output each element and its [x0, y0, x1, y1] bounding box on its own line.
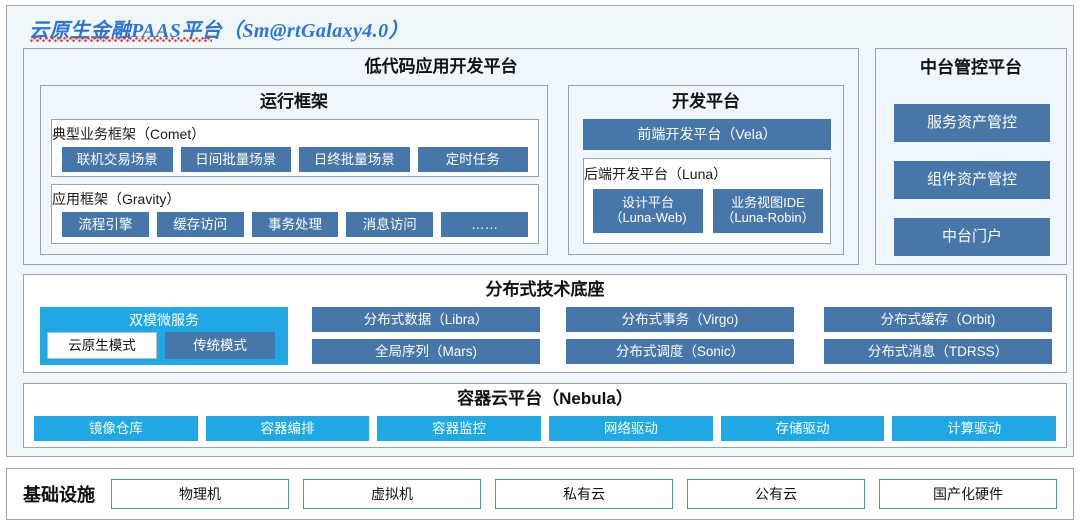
gravity-item[interactable]: 消息访问 [346, 212, 434, 237]
nebula-item-monitoring[interactable]: 容器监控 [377, 416, 542, 441]
development-platform-title: 开发平台 [672, 92, 740, 111]
infrastructure-item-private-cloud[interactable]: 私有云 [495, 479, 673, 509]
runtime-framework-section: 运行框架 典型业务框架（Comet） 联机交易场景 日间批量场景 日终批量场景 … [40, 85, 548, 255]
comet-item[interactable]: 日间批量场景 [180, 147, 291, 172]
platform-panel: 云原生金融PAAS平台（Sm@rtGalaxy4.0） 低代码应用开发平台 运行… [6, 5, 1074, 457]
frontend-dev-platform-item[interactable]: 前端开发平台（Vela） [583, 119, 831, 150]
comet-item[interactable]: 日终批量场景 [299, 147, 410, 172]
runtime-framework-title: 运行框架 [260, 92, 328, 111]
infrastructure-items-row: 物理机 虚拟机 私有云 公有云 国产化硬件 [111, 479, 1073, 509]
dual-mode-microservice-title: 双模微服务 [129, 312, 199, 328]
backend-dev-platform-box: 后端开发平台（Luna） 设计平台 （Luna-Web) 业务视图IDE （Lu… [583, 158, 831, 244]
distributed-item-cache-orbit[interactable]: 分布式缓存（Orbit) [824, 307, 1052, 332]
midmgmt-item-component-asset[interactable]: 组件资产管控 [894, 161, 1050, 199]
nebula-item-compute-driver[interactable]: 计算驱动 [892, 416, 1057, 441]
backend-item-business-view-ide[interactable]: 业务视图IDE （Luna-Robin） [713, 189, 823, 233]
midmgmt-item-portal[interactable]: 中台门户 [894, 218, 1050, 256]
infrastructure-item-virtual-machine[interactable]: 虚拟机 [303, 479, 481, 509]
gravity-item[interactable]: 事务处理 [251, 212, 339, 237]
nebula-item-image-repository[interactable]: 镜像仓库 [34, 416, 198, 441]
comet-framework-title: 典型业务框架（Comet） [52, 126, 206, 142]
backend-items-row: 设计平台 （Luna-Web) 业务视图IDE （Luna-Robin） [593, 189, 823, 233]
distributed-column-3: 分布式缓存（Orbit) 分布式消息（TDRSS） [824, 307, 1052, 364]
container-cloud-platform-title: 容器云平台（Nebula） [457, 389, 633, 408]
distributed-foundation-section: 分布式技术底座 双模微服务 云原生模式 传统模式 分布式数据（Libra） 全局… [23, 274, 1067, 373]
page-title: 云原生金融PAAS平台（Sm@rtGalaxy4.0） [29, 20, 409, 42]
dual-mode-items-row: 云原生模式 传统模式 [47, 332, 275, 359]
infrastructure-label: 基础设施 [23, 485, 95, 505]
nebula-item-orchestration[interactable]: 容器编排 [205, 416, 370, 441]
midmgmt-item-service-asset[interactable]: 服务资产管控 [894, 104, 1050, 142]
distributed-foundation-title: 分布式技术底座 [485, 280, 605, 299]
gravity-item[interactable]: 流程引擎 [62, 212, 149, 237]
dual-mode-item-cloud-native[interactable]: 云原生模式 [47, 332, 157, 359]
gravity-item[interactable]: 缓存访问 [156, 212, 244, 237]
nebula-item-network-driver[interactable]: 网络驱动 [549, 416, 713, 441]
backend-item-design-platform[interactable]: 设计平台 （Luna-Web) [593, 189, 703, 233]
middle-platform-management-title: 中台管控平台 [920, 58, 1022, 77]
distributed-item-scheduling-sonic[interactable]: 分布式调度（Sonic） [566, 339, 794, 364]
infrastructure-item-domestic-hardware[interactable]: 国产化硬件 [879, 479, 1057, 509]
distributed-item-transaction-virgo[interactable]: 分布式事务（Virgo) [566, 307, 794, 332]
nebula-item-storage-driver[interactable]: 存储驱动 [720, 416, 885, 441]
distributed-column-2: 分布式事务（Virgo) 分布式调度（Sonic） [566, 307, 794, 364]
comet-item[interactable]: 定时任务 [417, 147, 528, 172]
development-platform-section: 开发平台 前端开发平台（Vela） 后端开发平台（Luna） 设计平台 （Lun… [568, 85, 844, 255]
container-cloud-platform-section: 容器云平台（Nebula） 镜像仓库 容器编排 容器监控 网络驱动 存储驱动 计… [23, 383, 1067, 448]
distributed-item-message-tdrss[interactable]: 分布式消息（TDRSS） [824, 339, 1052, 364]
distributed-item-data-libra[interactable]: 分布式数据（Libra） [312, 307, 540, 332]
gravity-framework-box: 应用框架（Gravity） 流程引擎 缓存访问 事务处理 消息访问 …… [51, 184, 539, 244]
infrastructure-item-physical-machine[interactable]: 物理机 [111, 479, 289, 509]
backend-dev-platform-title: 后端开发平台（Luna） [584, 166, 728, 182]
gravity-framework-title: 应用框架（Gravity） [52, 191, 181, 207]
distributed-item-sequence-mars[interactable]: 全局序列（Mars) [312, 339, 540, 364]
gravity-items-row: 流程引擎 缓存访问 事务处理 消息访问 …… [52, 212, 538, 237]
lowcode-platform-title: 低代码应用开发平台 [364, 57, 518, 76]
gravity-item-ellipsis[interactable]: …… [441, 212, 528, 237]
comet-framework-box: 典型业务框架（Comet） 联机交易场景 日间批量场景 日终批量场景 定时任务 [51, 119, 539, 177]
infrastructure-section: 基础设施 物理机 虚拟机 私有云 公有云 国产化硬件 [6, 468, 1074, 520]
comet-items-row: 联机交易场景 日间批量场景 日终批量场景 定时任务 [52, 147, 538, 172]
distributed-column-1: 分布式数据（Libra） 全局序列（Mars) [312, 307, 540, 364]
infrastructure-item-public-cloud[interactable]: 公有云 [687, 479, 865, 509]
spellcheck-squiggle-underline [30, 37, 212, 42]
dual-mode-item-traditional[interactable]: 传统模式 [165, 332, 275, 359]
container-cloud-items-row: 镜像仓库 容器编排 容器监控 网络驱动 存储驱动 计算驱动 [34, 416, 1057, 441]
lowcode-platform-section: 低代码应用开发平台 运行框架 典型业务框架（Comet） 联机交易场景 日间批量… [23, 48, 859, 265]
dual-mode-microservice-box: 双模微服务 云原生模式 传统模式 [40, 307, 288, 365]
middle-platform-management-section: 中台管控平台 服务资产管控 组件资产管控 中台门户 [875, 48, 1067, 265]
comet-item[interactable]: 联机交易场景 [62, 147, 173, 172]
